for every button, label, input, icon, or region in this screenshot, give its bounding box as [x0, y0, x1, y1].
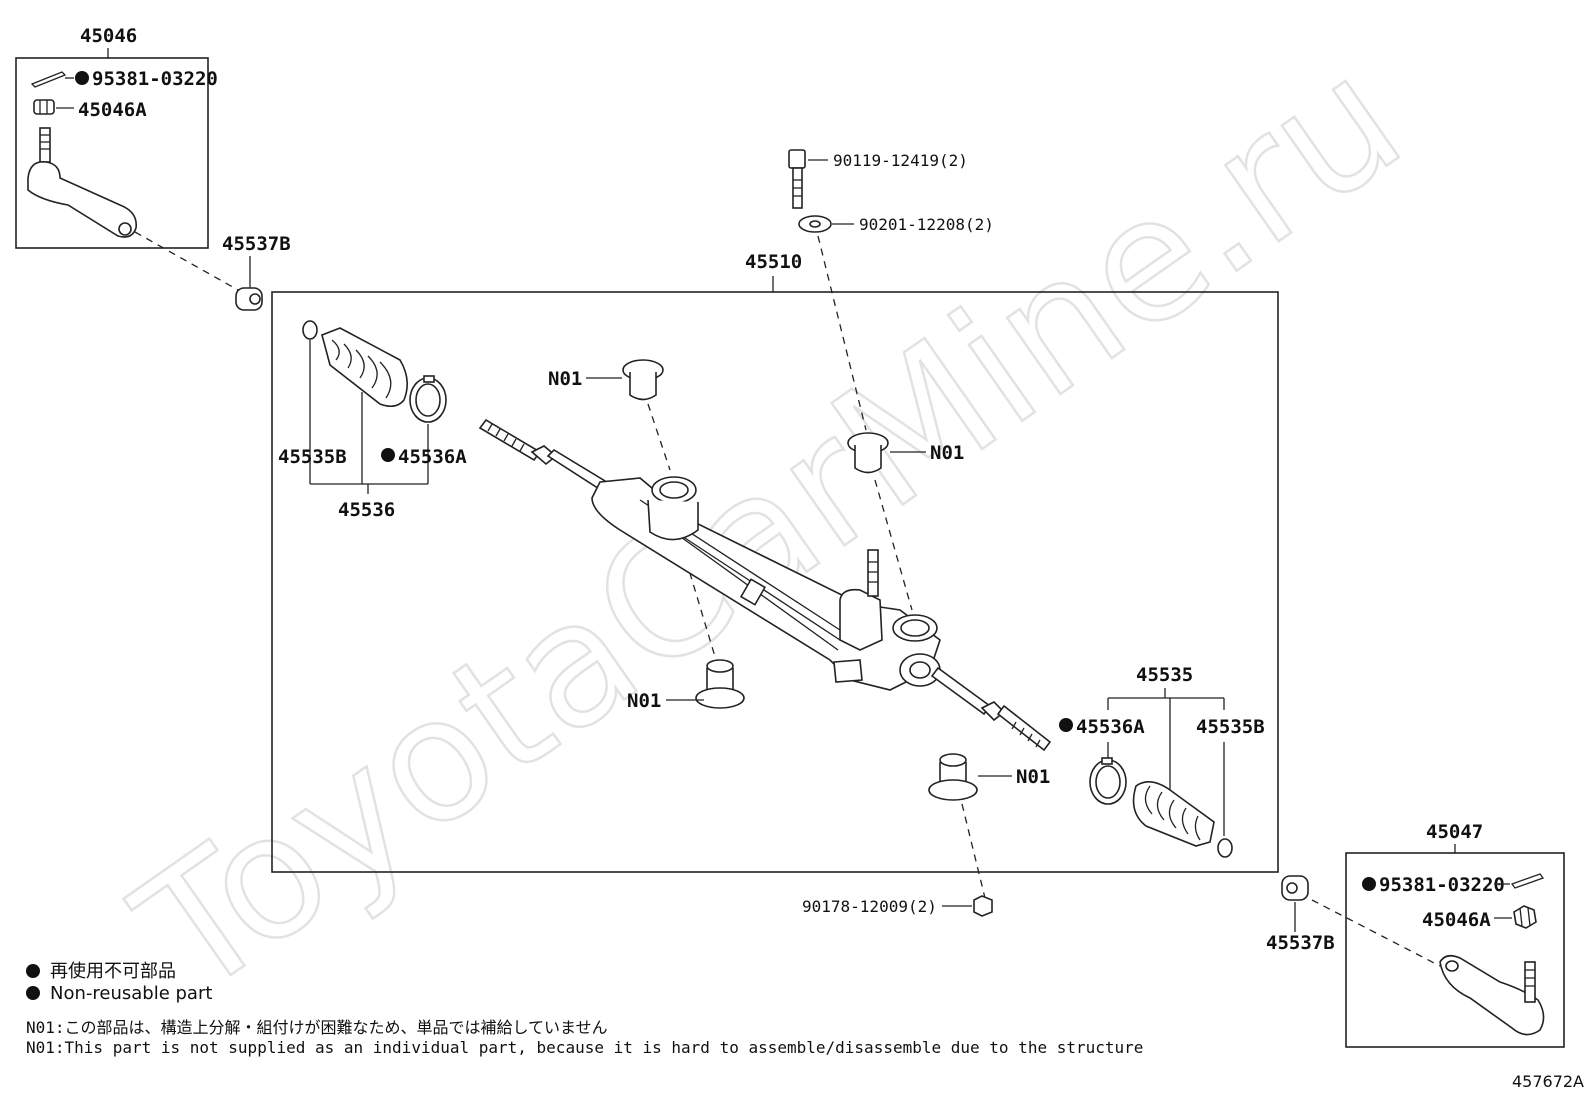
- tie-rod-end-left-box: [15, 57, 209, 249]
- watermark: ToyotaCarMine.ru: [104, 20, 1435, 1035]
- boot-right-icon: [1132, 781, 1215, 847]
- washer-icon: [798, 215, 832, 233]
- label-90119-12419: 90119-12419(2): [833, 151, 968, 170]
- label-95381-03220-left: 95381-03220: [92, 68, 218, 90]
- legend-en-text: Non-reusable part: [50, 983, 213, 1004]
- grommet-right-icon: [1281, 875, 1309, 901]
- steering-rack-icon: [478, 418, 1052, 752]
- label-45046: 45046: [80, 25, 137, 47]
- cotter-pin-left-icon: [30, 71, 67, 88]
- tie-rod-end-left-icon: [27, 127, 137, 238]
- label-N01-lower-right: N01: [1016, 766, 1050, 788]
- bullet-icon: [26, 964, 40, 978]
- grommet-left-icon: [235, 287, 263, 311]
- bushing-upper-left-icon: [622, 359, 664, 401]
- bushing-lower-right-icon: [928, 753, 978, 801]
- nut-left-icon: [33, 99, 55, 115]
- label-45536: 45536: [338, 499, 395, 521]
- boot-clip-left-icon: [409, 375, 447, 423]
- label-45536A-right: 45536A: [1076, 716, 1145, 738]
- bullet-icon: [26, 986, 40, 1000]
- label-45046A-left: 45046A: [78, 99, 147, 121]
- label-N01-upper-left: N01: [548, 368, 582, 390]
- steering-gear-box: [271, 291, 1279, 873]
- note-en: N01:This part is not supplied as an indi…: [26, 1038, 1144, 1057]
- boot-clip-right-icon: [1089, 757, 1127, 805]
- bushing-upper-right-icon: [847, 432, 889, 474]
- nut-right-icon: [1513, 905, 1537, 929]
- label-45536A-left: 45536A: [398, 446, 467, 468]
- label-N01-upper-right: N01: [930, 442, 964, 464]
- legend-en: Non-reusable part: [26, 983, 212, 1004]
- legend-jp: 再使用不可部品: [26, 957, 176, 983]
- label-90201-12208: 90201-12208(2): [859, 215, 994, 234]
- nut-bottom-icon: [973, 895, 993, 917]
- label-45535: 45535: [1136, 664, 1193, 686]
- bolt-icon: [788, 149, 806, 209]
- label-45537B-right: 45537B: [1266, 932, 1335, 954]
- tie-rod-end-right-box: [1345, 852, 1565, 1048]
- label-90178-12009: 90178-12009(2): [802, 897, 937, 916]
- clamp-right-icon: [1217, 838, 1233, 858]
- label-45046A-right: 45046A: [1422, 909, 1491, 931]
- label-45047: 45047: [1426, 821, 1483, 843]
- label-45510: 45510: [745, 251, 802, 273]
- legend-jp-text: 再使用不可部品: [50, 961, 176, 982]
- clamp-left-icon: [302, 320, 318, 340]
- cotter-pin-right-icon: [1510, 873, 1545, 889]
- label-45537B-left: 45537B: [222, 233, 291, 255]
- boot-left-icon: [321, 327, 408, 408]
- label-45535B-left: 45535B: [278, 446, 347, 468]
- label-45535B-right: 45535B: [1196, 716, 1265, 738]
- figure-id: 457672A: [1511, 1072, 1584, 1091]
- label-95381-03220-right: 95381-03220: [1379, 874, 1505, 896]
- bushing-lower-left-icon: [695, 659, 745, 709]
- label-N01-lower-left: N01: [627, 690, 661, 712]
- tie-rod-end-right-icon: [1439, 954, 1545, 1036]
- note-jp: N01:この部品は、構造上分解・組付けが困難なため、単品では補給していません: [26, 1018, 608, 1037]
